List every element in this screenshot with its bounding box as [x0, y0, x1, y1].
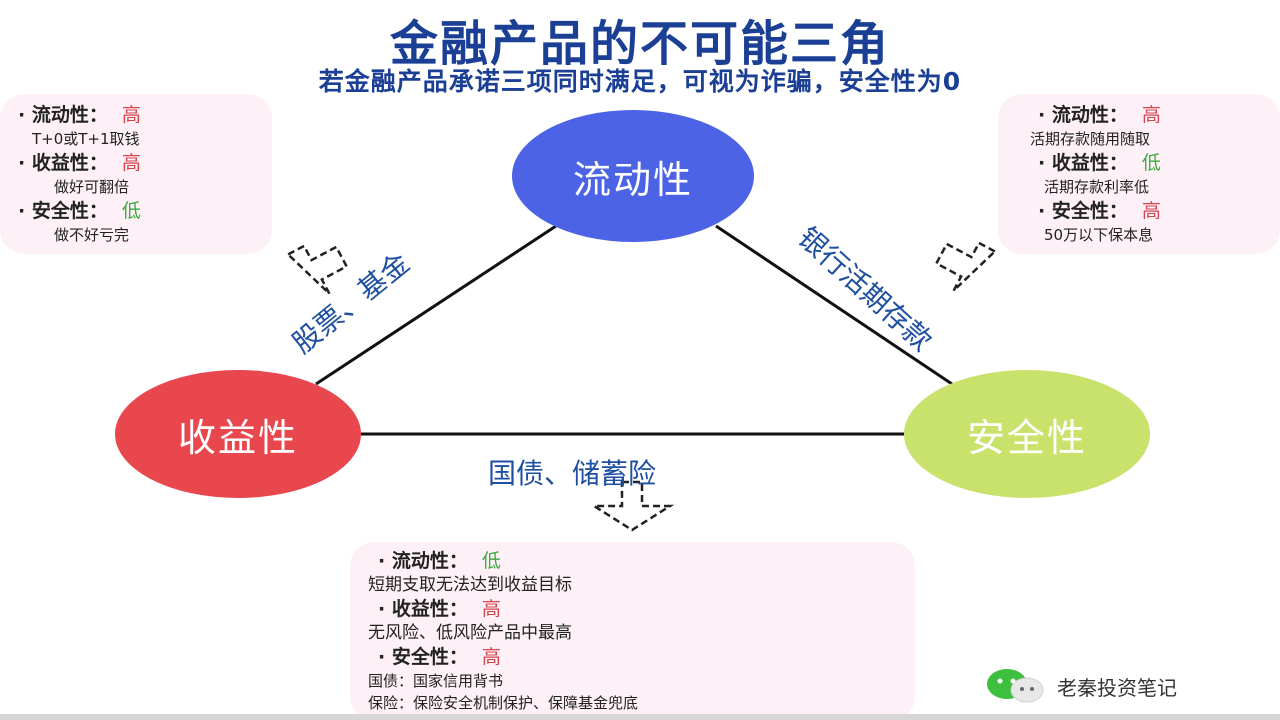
row-label: · 流动性： [1038, 104, 1128, 126]
row-label: · 收益性： [378, 598, 468, 620]
row-label: · 安全性： [378, 646, 468, 668]
row-desc: 活期存款随用随取 [1030, 130, 1151, 148]
row-desc: 活期存款利率低 [1044, 178, 1150, 196]
row-label: · 收益性： [1038, 152, 1128, 174]
info-card-stocks: · 流动性：高 T+0或T+1取钱 · 收益性：高 做好可翻倍 · 安全性：低 … [0, 94, 272, 254]
wechat-icon [987, 669, 1044, 703]
card-row-head: · 安全性： 低 [18, 198, 254, 224]
row-label: · 收益性： [18, 152, 108, 174]
row-desc: 做好可翻倍 [54, 178, 130, 196]
watermark: 老秦投资笔记 [985, 668, 1177, 704]
row-desc: 50万以下保本息 [1044, 226, 1154, 244]
edge-label-bonds-insurance: 国债、储蓄险 [488, 457, 657, 490]
card-row-head: · 流动性： 低 [368, 548, 897, 574]
node-liquidity: 流动性 [512, 110, 754, 242]
card-row-head: · 收益性： 高 [368, 596, 897, 622]
info-card-bank: · 流动性： 高 活期存款随用随取 · 收益性： 低 活期存款利率低 · 安全性： 高… [998, 94, 1280, 254]
level-badge: 低 [481, 550, 501, 572]
level-badge: 高 [1141, 104, 1161, 126]
bottom-bar [0, 714, 1280, 720]
page-subtitle: 若金融产品承诺三项同时满足，可视为诈骗，安全性为0 [318, 67, 962, 96]
card-row-head: · 收益性： 高 [18, 150, 254, 176]
arrow-up-right-icon [934, 241, 997, 292]
card-row-head: · 流动性： 高 [1016, 102, 1262, 128]
card-row-head: · 流动性： 高 [18, 102, 254, 128]
card-row-head: · 安全性： 高 [368, 644, 897, 670]
node-return: 收益性 [115, 370, 361, 498]
node-safety: 安全性 [904, 370, 1150, 498]
row-desc: 短期支取无法达到收益目标 [368, 575, 572, 595]
edge-liquidity-return [315, 224, 557, 386]
level-badge: 高 [121, 104, 141, 126]
row-label: · 流动性： [18, 104, 108, 126]
level-badge: 高 [481, 646, 501, 668]
level-badge: 高 [1141, 200, 1161, 222]
level-badge: 低 [1141, 152, 1161, 174]
row-label: · 流动性： [378, 550, 468, 572]
edge-liquidity-safety [715, 224, 953, 386]
row-desc: 无风险、低风险产品中最高 [368, 623, 572, 643]
row-desc: 做不好亏完 [54, 226, 130, 244]
row-desc: 国债：国家信用背书 [368, 672, 504, 690]
arrow-down-icon [589, 480, 675, 532]
level-badge: 低 [121, 200, 141, 222]
row-label: · 安全性： [18, 200, 108, 222]
page-title: 金融产品的不可能三角 [389, 16, 890, 72]
row-desc-2: 保险：保险安全机制保护、保障基金兜底 [368, 694, 639, 712]
level-badge: 高 [121, 152, 141, 174]
card-row-head: · 安全性： 高 [1016, 198, 1262, 224]
row-desc: T+0或T+1取钱 [32, 130, 140, 148]
level-badge: 高 [481, 598, 501, 620]
row-label: · 安全性： [1038, 200, 1128, 222]
card-row-head: · 收益性： 低 [1016, 150, 1262, 176]
info-card-bonds: · 流动性： 低 短期支取无法达到收益目标 · 收益性： 高 无风险、低风险产品中最… [350, 542, 915, 720]
watermark-text: 老秦投资笔记 [1057, 675, 1177, 700]
